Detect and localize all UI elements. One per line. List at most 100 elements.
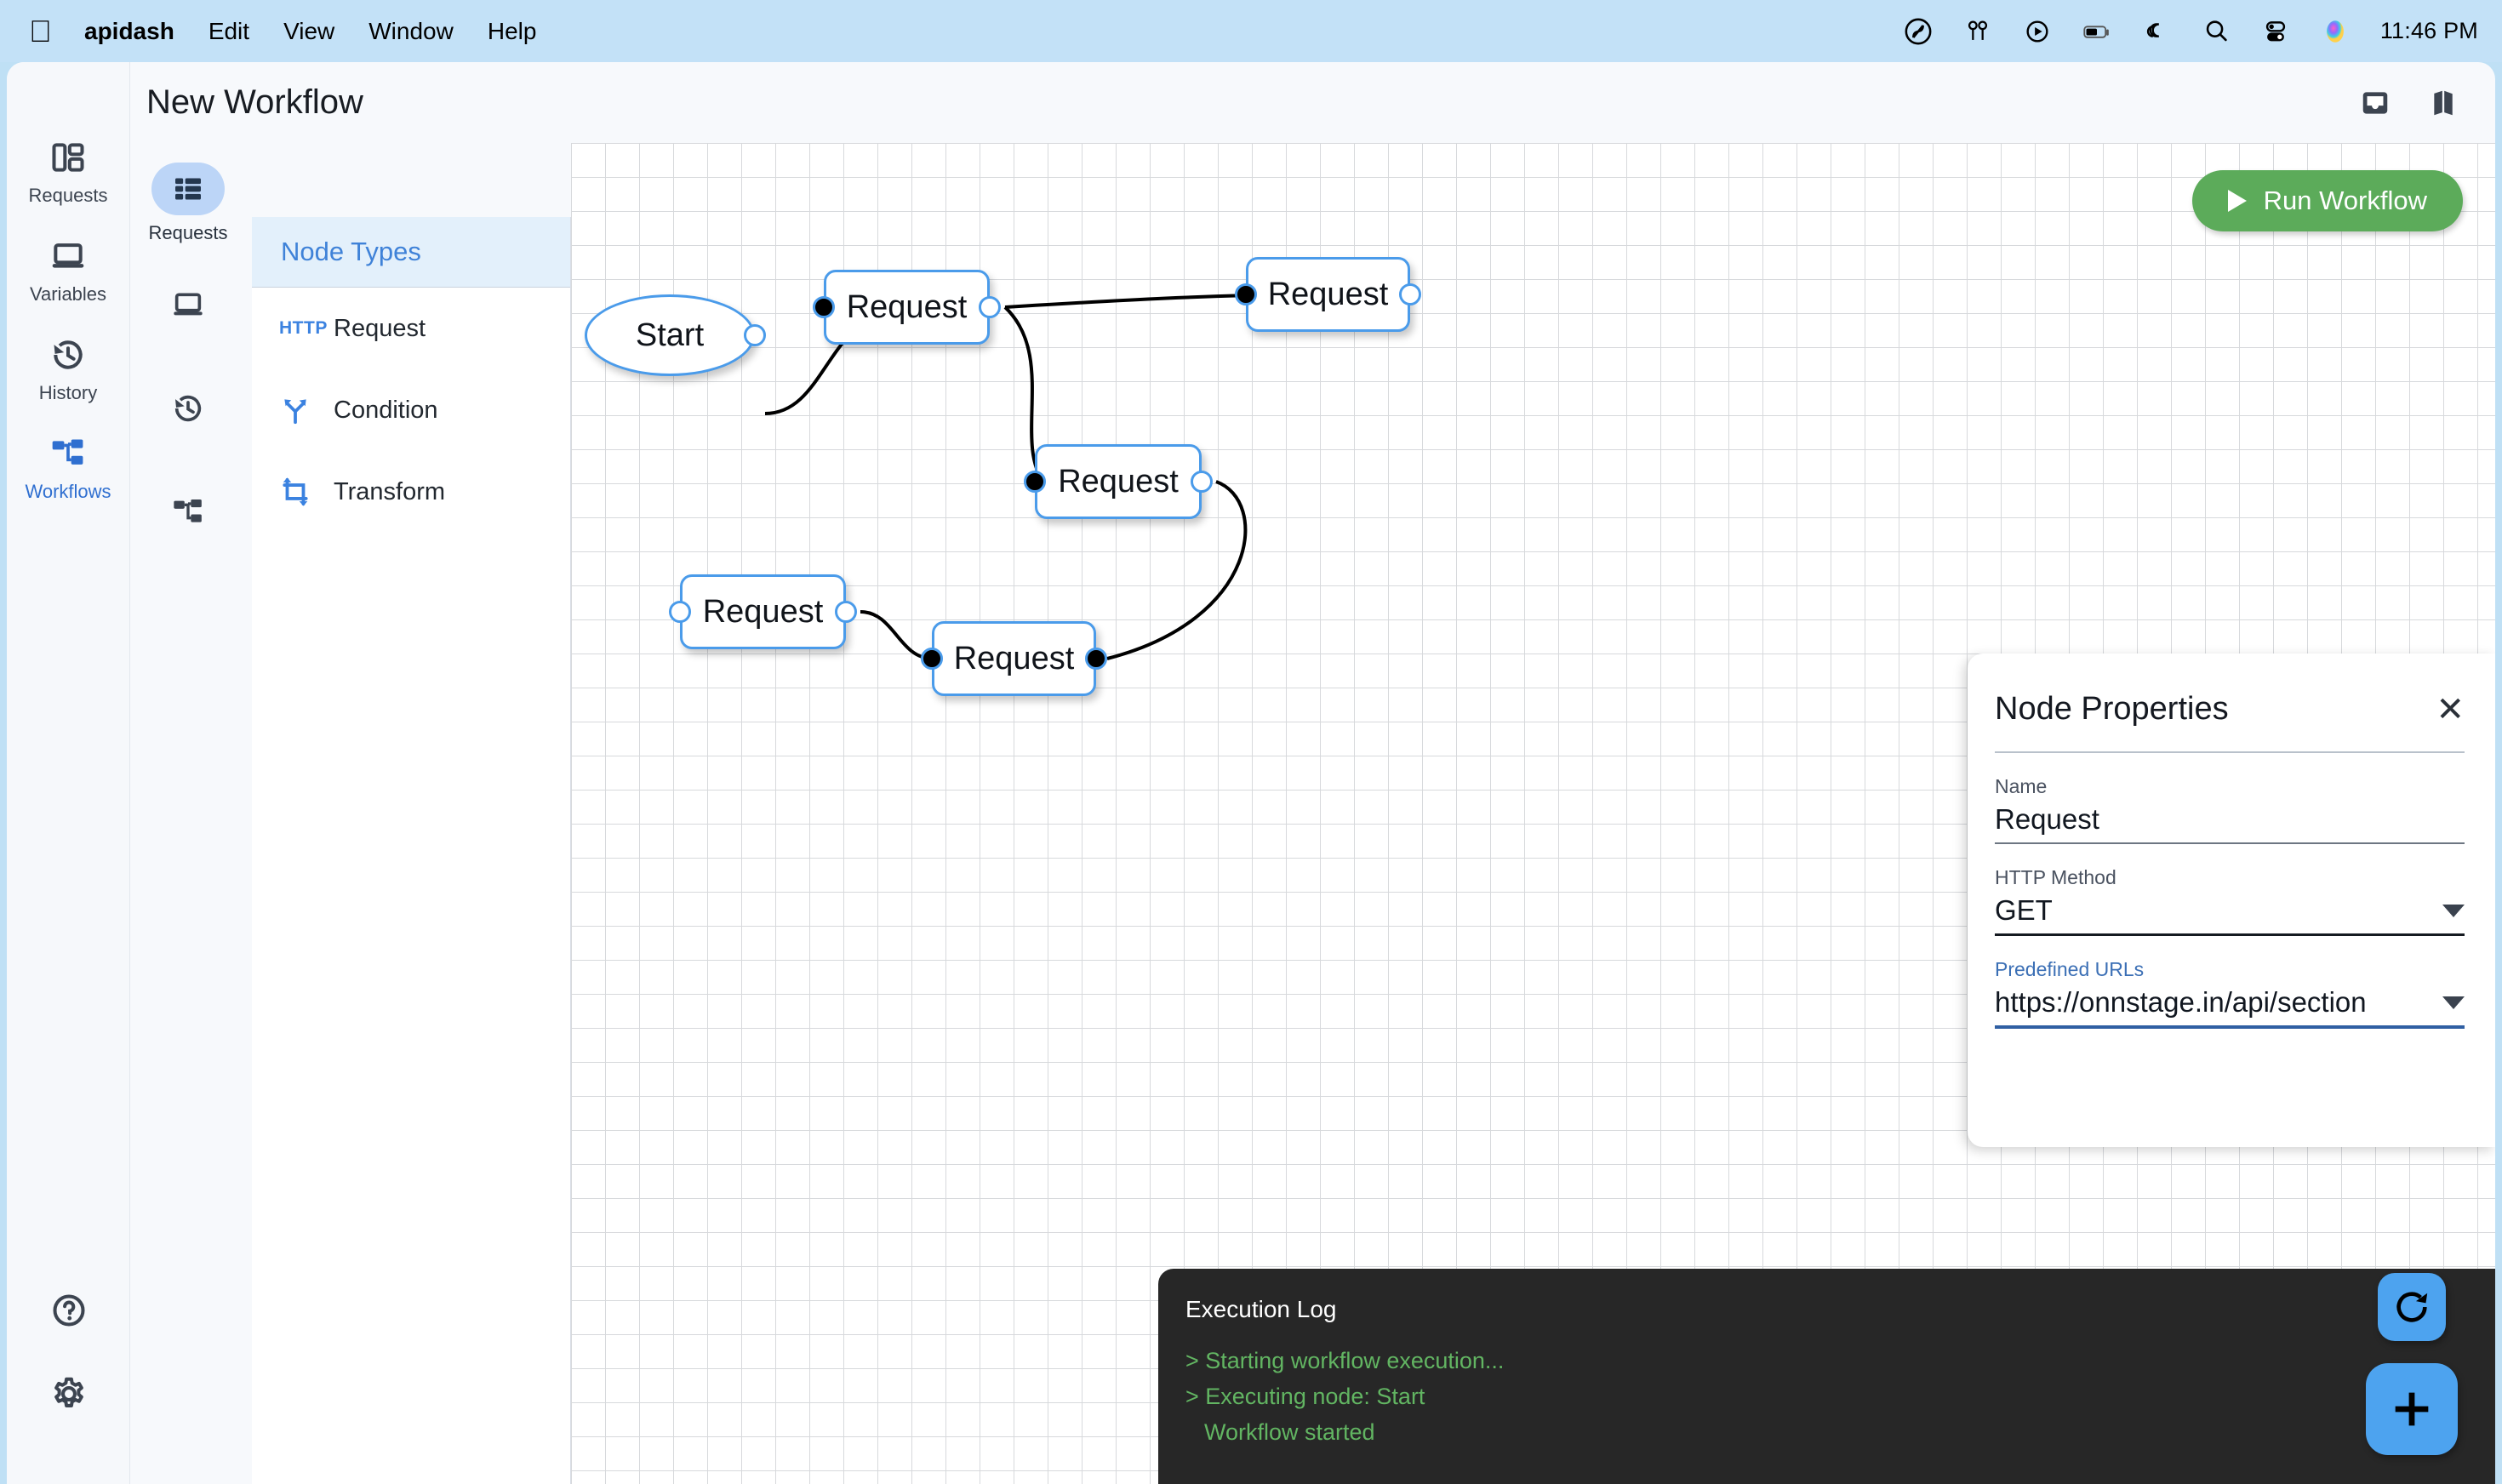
node-label: Request xyxy=(702,593,824,630)
workflow-node-request-5[interactable]: Request xyxy=(669,574,857,649)
page-title: New Workflow xyxy=(146,83,363,121)
icon-rail-item-history[interactable] xyxy=(151,382,225,435)
macos-menubar:  apidash Edit View Window Help xyxy=(0,0,2502,62)
add-node-button[interactable] xyxy=(2366,1363,2458,1455)
node-types-title: Node Types xyxy=(281,237,421,266)
workflow-node-request-4[interactable]: Request xyxy=(921,621,1107,696)
dashboard-icon xyxy=(52,143,84,172)
sidebar-item-variables[interactable]: Variables xyxy=(7,237,129,305)
map-icon[interactable] xyxy=(2429,87,2461,119)
gear-icon xyxy=(54,1377,83,1407)
field-predefined-urls: Predefined URLs https://onnstage.in/api/… xyxy=(1995,958,2465,1029)
node-port-out[interactable] xyxy=(979,296,1001,318)
close-icon[interactable]: ✕ xyxy=(2436,690,2465,728)
sidebar-item-help[interactable] xyxy=(7,1292,130,1338)
node-type-request[interactable]: HTTP Request xyxy=(252,288,570,369)
now-playing-icon[interactable] xyxy=(2023,17,2052,46)
secondary-icon-rail: Requests xyxy=(131,62,245,1484)
execution-log-title: Execution Log xyxy=(1185,1296,1337,1322)
execution-log-line: > Starting workflow execution... xyxy=(1185,1348,1505,1373)
node-port-out[interactable] xyxy=(835,601,857,623)
menu-item-help[interactable]: Help xyxy=(464,17,537,44)
node-port-in[interactable] xyxy=(813,296,835,318)
execution-log-panel: Execution Log > Starting workflow execut… xyxy=(1158,1269,2495,1484)
node-type-label-condition: Condition xyxy=(334,396,438,424)
inbox-icon[interactable] xyxy=(2359,87,2391,119)
node-label: Start xyxy=(635,317,705,353)
node-properties-panel: Node Properties ✕ Name Request HTTP Meth… xyxy=(1968,654,2495,1147)
creative-cloud-icon[interactable] xyxy=(1904,17,1933,46)
refresh-icon xyxy=(2396,1292,2428,1322)
http-badge-icon: HTTP xyxy=(279,318,328,338)
play-icon xyxy=(2227,190,2247,212)
sidebar-item-history[interactable]: History xyxy=(7,336,129,404)
chevron-down-icon xyxy=(2442,904,2465,917)
http-method-value: GET xyxy=(1995,894,2053,926)
predefined-urls-select[interactable]: https://onnstage.in/api/section xyxy=(1995,986,2465,1029)
airpods-icon[interactable] xyxy=(1963,17,1992,46)
http-method-select[interactable]: GET xyxy=(1995,894,2465,936)
branch-icon xyxy=(284,399,306,425)
node-label: Request xyxy=(953,640,1075,676)
node-port-out[interactable] xyxy=(1399,283,1421,305)
node-port-out[interactable] xyxy=(744,324,766,346)
sidebar-bottom-actions xyxy=(7,1292,130,1458)
requests-list-icon xyxy=(175,178,201,200)
node-port-in[interactable] xyxy=(1235,283,1257,305)
divider xyxy=(1995,751,2465,753)
menu-item-window[interactable]: Window xyxy=(346,17,454,44)
field-label-http-method: HTTP Method xyxy=(1995,866,2116,888)
node-type-label-transform: Transform xyxy=(334,477,446,505)
workflow-node-request-3[interactable]: Request xyxy=(1024,444,1213,519)
execution-log-line: > Executing node: Start xyxy=(1185,1383,1425,1409)
screen-mirroring-icon[interactable] xyxy=(2142,17,2171,46)
sidebar-item-requests[interactable]: Requests xyxy=(7,139,129,207)
run-workflow-button[interactable]: Run Workflow xyxy=(2191,170,2463,231)
window-titlebar: New Workflow xyxy=(131,62,2495,143)
run-workflow-label: Run Workflow xyxy=(2263,186,2427,215)
workflow-node-request-1[interactable]: Request xyxy=(813,270,1001,345)
transform-crop-icon xyxy=(283,477,308,506)
menu-item-view[interactable]: View xyxy=(260,17,334,44)
node-port-in[interactable] xyxy=(921,648,943,670)
sidebar-item-settings[interactable] xyxy=(7,1375,130,1421)
node-port-out[interactable] xyxy=(1085,648,1107,670)
apple-logo-icon[interactable]:  xyxy=(29,15,52,47)
node-port-in[interactable] xyxy=(669,601,691,623)
node-label: Request xyxy=(846,288,968,325)
node-properties-title: Node Properties xyxy=(1995,691,2229,727)
node-types-header: Node Types xyxy=(252,217,570,288)
siri-icon[interactable] xyxy=(2321,17,2350,46)
history-icon xyxy=(54,340,83,369)
sidebar-label-requests: Requests xyxy=(28,185,108,206)
node-type-label-request: Request xyxy=(334,314,426,342)
battery-icon[interactable] xyxy=(2082,17,2111,46)
app-window: Requests Variables History xyxy=(7,62,2495,1484)
sidebar-item-workflows[interactable]: Workflows xyxy=(7,435,129,503)
search-icon[interactable] xyxy=(2202,17,2231,46)
menu-item-apidash[interactable]: apidash xyxy=(61,17,174,44)
node-label: Request xyxy=(1058,463,1179,499)
refresh-button[interactable] xyxy=(2378,1273,2446,1341)
node-port-out[interactable] xyxy=(1191,471,1213,493)
icon-rail-item-workflows[interactable] xyxy=(151,486,225,539)
primary-sidebar: Requests Variables History xyxy=(7,62,130,1484)
field-label-name: Name xyxy=(1995,775,2048,797)
menu-item-edit[interactable]: Edit xyxy=(185,17,249,44)
icon-rail-item-variables[interactable] xyxy=(151,278,225,331)
sidebar-label-history: History xyxy=(38,382,98,403)
execution-log-line: Workflow started xyxy=(1204,1418,1375,1445)
node-port-in[interactable] xyxy=(1024,471,1046,493)
sidebar-label-variables: Variables xyxy=(29,283,107,305)
icon-rail-item-requests[interactable] xyxy=(151,163,225,215)
canvas-floating-actions xyxy=(2366,1273,2458,1455)
workflow-canvas[interactable]: Start Request Request Request Request xyxy=(571,143,2495,1484)
node-type-condition[interactable]: Condition xyxy=(252,369,570,451)
history-icon xyxy=(174,395,202,422)
node-type-transform[interactable]: Transform xyxy=(252,451,570,533)
control-center-icon[interactable] xyxy=(2261,17,2290,46)
workflow-node-request-2[interactable]: Request xyxy=(1235,257,1421,332)
name-input[interactable]: Request xyxy=(1995,803,2465,844)
workflow-node-start[interactable]: Start xyxy=(585,294,766,376)
titlebar-actions xyxy=(2359,87,2495,119)
